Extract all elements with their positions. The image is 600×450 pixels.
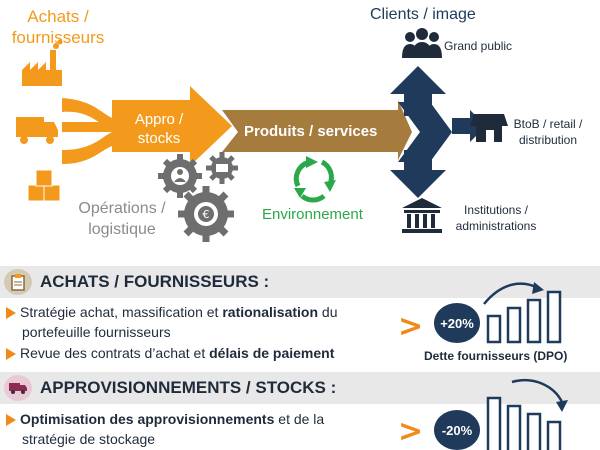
btob-label: BtoB / retail / distribution (500, 116, 596, 148)
supply-bullet-1: Optimisation des approvisionnements et d… (6, 410, 324, 429)
purchasing-section-header: ACHATS / FOURNISSEURS : (0, 266, 600, 298)
operations-label-line-1: Opérations / (78, 200, 166, 217)
bullet-text-part: Revue des contrats d’achat et (20, 345, 210, 361)
bullet-arrow-icon (6, 414, 16, 427)
shop-icon (470, 114, 508, 142)
chevron-right-icon: > (398, 414, 424, 449)
dpo-caption: Dette fournisseurs (DPO) (424, 349, 568, 363)
institutions-label: Institutions / administrations (442, 202, 550, 234)
euro-icon: € (203, 208, 210, 221)
section-title: APPROVISIONNEMENTS / STOCKS : (40, 378, 337, 397)
general-public-label: Grand public (444, 39, 513, 53)
institution-icon (402, 198, 442, 233)
diagram-graphics: € (16, 28, 508, 242)
bar-chart-down-icon (486, 379, 568, 450)
purchasing-bullet-1-continuation: portefeuille fournisseurs (22, 324, 171, 340)
appro-stocks-label: Appro / stocks (124, 110, 194, 148)
boxes-icon (27, 169, 61, 202)
purchasing-label-line-2: fournisseurs (11, 28, 105, 47)
value-chain-diagram: € Achats / fournisseurs Opérations / log… (8, 6, 596, 242)
institutions-label-line-1: Institutions / (463, 203, 529, 217)
btob-label-line-2: distribution (518, 133, 578, 147)
purchasing-label-line-1: Achats / (27, 7, 89, 26)
bullet-text-part: et de la (274, 411, 325, 427)
truck-icon (4, 375, 32, 401)
clients-image-label: Clients / image (370, 6, 476, 23)
environment-label: Environnement (262, 206, 363, 223)
clipboard-icon (4, 269, 32, 295)
section-title: ACHATS / FOURNISSEURS : (40, 272, 270, 291)
products-services-label: Produits / services (244, 123, 378, 140)
purchasing-suppliers-label: Achats / fournisseurs (8, 6, 108, 48)
factory-icon (22, 39, 63, 86)
supply-section-header: APPROVISIONNEMENTS / STOCKS : (0, 372, 600, 404)
bullet-arrow-icon (6, 307, 16, 320)
dpo-percent-badge: +20% (434, 303, 480, 343)
recycle-arrowheads (294, 156, 336, 198)
appro-label-line-1: Appro / (134, 111, 184, 128)
stock-percent-badge: -20% (434, 410, 480, 450)
supply-bullet-1-continuation: stratégie de stockage (22, 431, 156, 447)
delivery-truck-icon (16, 117, 58, 144)
purchasing-bullet-1: Stratégie achat, massification et ration… (6, 303, 337, 322)
chevron-right-icon: > (398, 309, 424, 344)
operations-logistics-label: Opérations / logistique (72, 198, 172, 240)
bullet-text-bold: délais de paiement (209, 345, 335, 361)
bullet-text-bold: rationalisation (222, 304, 319, 320)
people-group-icon (402, 28, 442, 58)
supply-flow-arrow (62, 86, 232, 166)
bullet-arrow-icon (6, 348, 16, 361)
bullet-text-bold: Optimisation des approvisionnements (20, 411, 275, 427)
distribution-arrows-icon (390, 66, 486, 198)
appro-label-line-2: stocks (137, 130, 181, 147)
operations-label-line-2: logistique (88, 221, 156, 238)
product-flow-arrow (222, 100, 412, 160)
bullet-text-part: du (318, 304, 338, 320)
bullet-text-part: Stratégie achat, massification et (20, 304, 223, 320)
bar-chart-up-icon (483, 282, 562, 344)
purchasing-bullet-2: Revue des contrats d’achat et délais de … (6, 344, 334, 363)
operations-gears-icon (158, 152, 238, 242)
institutions-label-line-2: administrations (455, 219, 537, 233)
btob-label-line-1: BtoB / retail / (513, 117, 583, 131)
